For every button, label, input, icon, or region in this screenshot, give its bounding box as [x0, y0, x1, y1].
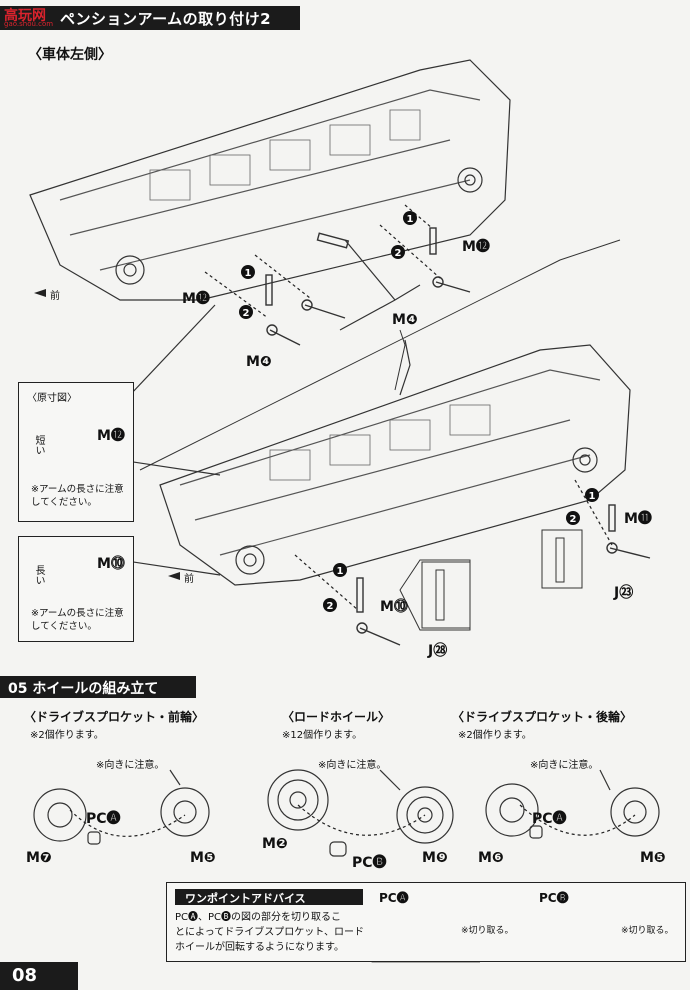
svg-text:1: 1 [589, 491, 596, 502]
header-bar [0, 6, 300, 30]
part-label-m10: M⓾ [380, 599, 408, 615]
svg-text:1: 1 [337, 566, 344, 577]
direction-note: ※向きに注意。 [318, 760, 387, 771]
road-wheel-count: ※12個作ります。 [282, 730, 363, 741]
part-label-pc-a: PC🅐 [532, 811, 567, 827]
part-label-m10: M⓾ [97, 556, 125, 572]
section-header-05: 05 ホイールの組み立て [0, 676, 196, 698]
direction-note: ※向きに注意。 [530, 760, 599, 771]
cut-off-note: ※切り取る。 [461, 926, 514, 936]
part-label-pc-b: PC🅑 [352, 855, 387, 871]
front-arrow-icon [168, 572, 180, 580]
length-label-long: 長い [33, 565, 44, 585]
advice-heading-bar: ワンポイントアドバイス [175, 889, 363, 905]
page-header: ペンションアームの取り付け2 高玩网 gao.shou.com [0, 0, 690, 34]
svg-text:1: 1 [407, 214, 414, 225]
caution-note: ※アームの長さに注意 してください。 [31, 608, 124, 632]
part-label-m5: M❺ [190, 850, 216, 866]
part-label-m2: M❷ [262, 836, 288, 852]
caution-note: ※アームの長さに注意 してください。 [31, 484, 124, 508]
step-badge: 2 [239, 305, 253, 319]
front-direction-label: 前 [50, 291, 60, 302]
chassis-upper-outline [29, 59, 511, 301]
cut-off-note: ※切り取る。 [621, 926, 674, 936]
part-label-j23: J㉓ [614, 585, 634, 601]
part-label-m6: M❻ [478, 850, 504, 866]
part-label-m4: M❹ [246, 354, 272, 370]
part-label-m4: M❹ [392, 312, 418, 328]
step-badge: 1 [403, 211, 417, 225]
part-label-pc-a: PC🅐 [379, 891, 409, 905]
section-subtitle-left-side: 〈車体左側〉 [28, 47, 112, 63]
page-number: 08 [12, 965, 38, 986]
length-label-short: 短い [33, 435, 44, 455]
svg-text:2: 2 [327, 601, 334, 612]
actual-size-box-long: 長い M⓾ ※アームの長さに注意 してください。 [18, 536, 134, 642]
chassis-lower-outline [159, 344, 631, 586]
rear-sprocket-heading: 〈ドライブスプロケット・後輪〉 [452, 710, 633, 724]
one-point-advice-box: ワンポイントアドバイス PC🅐、PC🅑の図の部分を切り取るこ とによってドライブ… [166, 882, 686, 962]
front-sprocket-count: ※2個作ります。 [30, 730, 104, 741]
step-badge: 2 [391, 245, 405, 259]
svg-text:2: 2 [395, 248, 402, 259]
part-label-m9: M❾ [422, 850, 448, 866]
part-label-m7: M❼ [26, 850, 52, 866]
actual-size-title: 〈原寸図〉 [27, 393, 77, 404]
part-label-m12: M⓬ [182, 291, 210, 307]
direction-note: ※向きに注意。 [96, 760, 165, 771]
front-direction-label: 前 [184, 574, 194, 585]
part-label-m12: M⓬ [97, 428, 125, 444]
rear-sprocket-count: ※2個作ります。 [458, 730, 532, 741]
front-arrow-icon [34, 289, 46, 297]
page-title: ペンションアームの取り付け2 [60, 10, 272, 28]
part-label-j28: J㉘ [428, 643, 448, 659]
step-badge: 2 [323, 598, 337, 612]
svg-text:2: 2 [570, 514, 577, 525]
part-label-m5: M❺ [640, 850, 666, 866]
step-badge: 1 [241, 265, 255, 279]
site-watermark-logo: 高玩网 [4, 8, 46, 24]
svg-text:2: 2 [243, 308, 250, 319]
part-label-pc-b: PC🅑 [539, 891, 569, 905]
road-wheel-heading: 〈ロードホイール〉 [282, 710, 391, 724]
actual-size-box-short: 〈原寸図〉 短い M⓬ ※アームの長さに注意 してください。 [18, 382, 134, 522]
part-label-m12: M⓬ [462, 239, 490, 255]
step-badge: 1 [585, 488, 599, 502]
step-badge: 2 [566, 511, 580, 525]
step-badge: 1 [333, 563, 347, 577]
section-title: 05 ホイールの組み立て [8, 681, 159, 697]
part-label-m11: M⓫ [624, 511, 652, 527]
advice-text: PC🅐、PC🅑の図の部分を切り取るこ とによってドライブスプロケット、ロード ホ… [175, 912, 364, 953]
site-watermark-url: gao.shou.com [4, 20, 54, 28]
page-number-tab: 08 [0, 962, 78, 990]
advice-heading: ワンポイントアドバイス [185, 892, 306, 905]
svg-text:1: 1 [245, 268, 252, 279]
part-label-pc-a: PC🅐 [86, 811, 121, 827]
front-sprocket-heading: 〈ドライブスプロケット・前輪〉 [24, 710, 205, 724]
